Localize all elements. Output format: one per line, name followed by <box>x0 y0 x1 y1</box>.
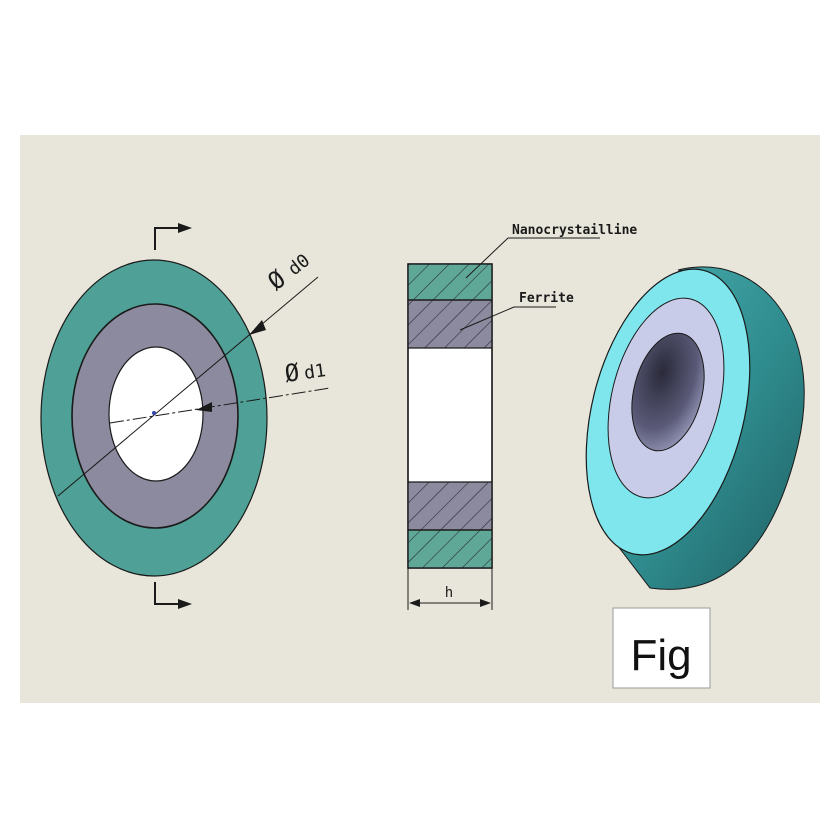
section-marker-top <box>154 227 180 250</box>
section-nanocrystalline-top-hatch <box>408 264 492 300</box>
d1-diameter-symbol: Ø <box>283 358 302 388</box>
nanocrystalline-leader <box>465 237 509 279</box>
front-view: Ø d0 Ø d1 <box>40 223 331 609</box>
figure-caption-box: Fig <box>612 607 711 689</box>
section-arrow-top <box>178 223 192 233</box>
figure-caption: Fig <box>630 631 691 680</box>
height-arrow-left <box>409 599 420 607</box>
height-arrow-right <box>480 599 491 607</box>
center-mark <box>152 411 156 415</box>
section-nanocrystalline-bottom-hatch <box>408 530 492 568</box>
section-view: Nanocrystailline Ferrite h <box>407 223 637 610</box>
section-marker-bottom <box>154 582 180 605</box>
d1-dimension-line <box>109 387 331 424</box>
d0-arrow <box>249 320 266 335</box>
iso-center-hole <box>631 332 705 452</box>
section-ferrite-bottom-hatch <box>408 482 492 530</box>
ferrite-label: Ferrite <box>519 291 574 306</box>
isometric-view <box>585 266 805 590</box>
nanocrystalline-label: Nanocrystailline <box>512 223 637 238</box>
section-arrow-bottom <box>178 599 192 609</box>
d1-label: d1 <box>303 360 327 384</box>
d1-arrow <box>196 402 212 412</box>
ferrite-leader <box>459 306 515 331</box>
section-ferrite-top-hatch <box>408 300 492 348</box>
section-outline-stroke <box>407 263 493 569</box>
height-label: h <box>445 585 453 601</box>
d0-dimension-line <box>57 276 319 497</box>
